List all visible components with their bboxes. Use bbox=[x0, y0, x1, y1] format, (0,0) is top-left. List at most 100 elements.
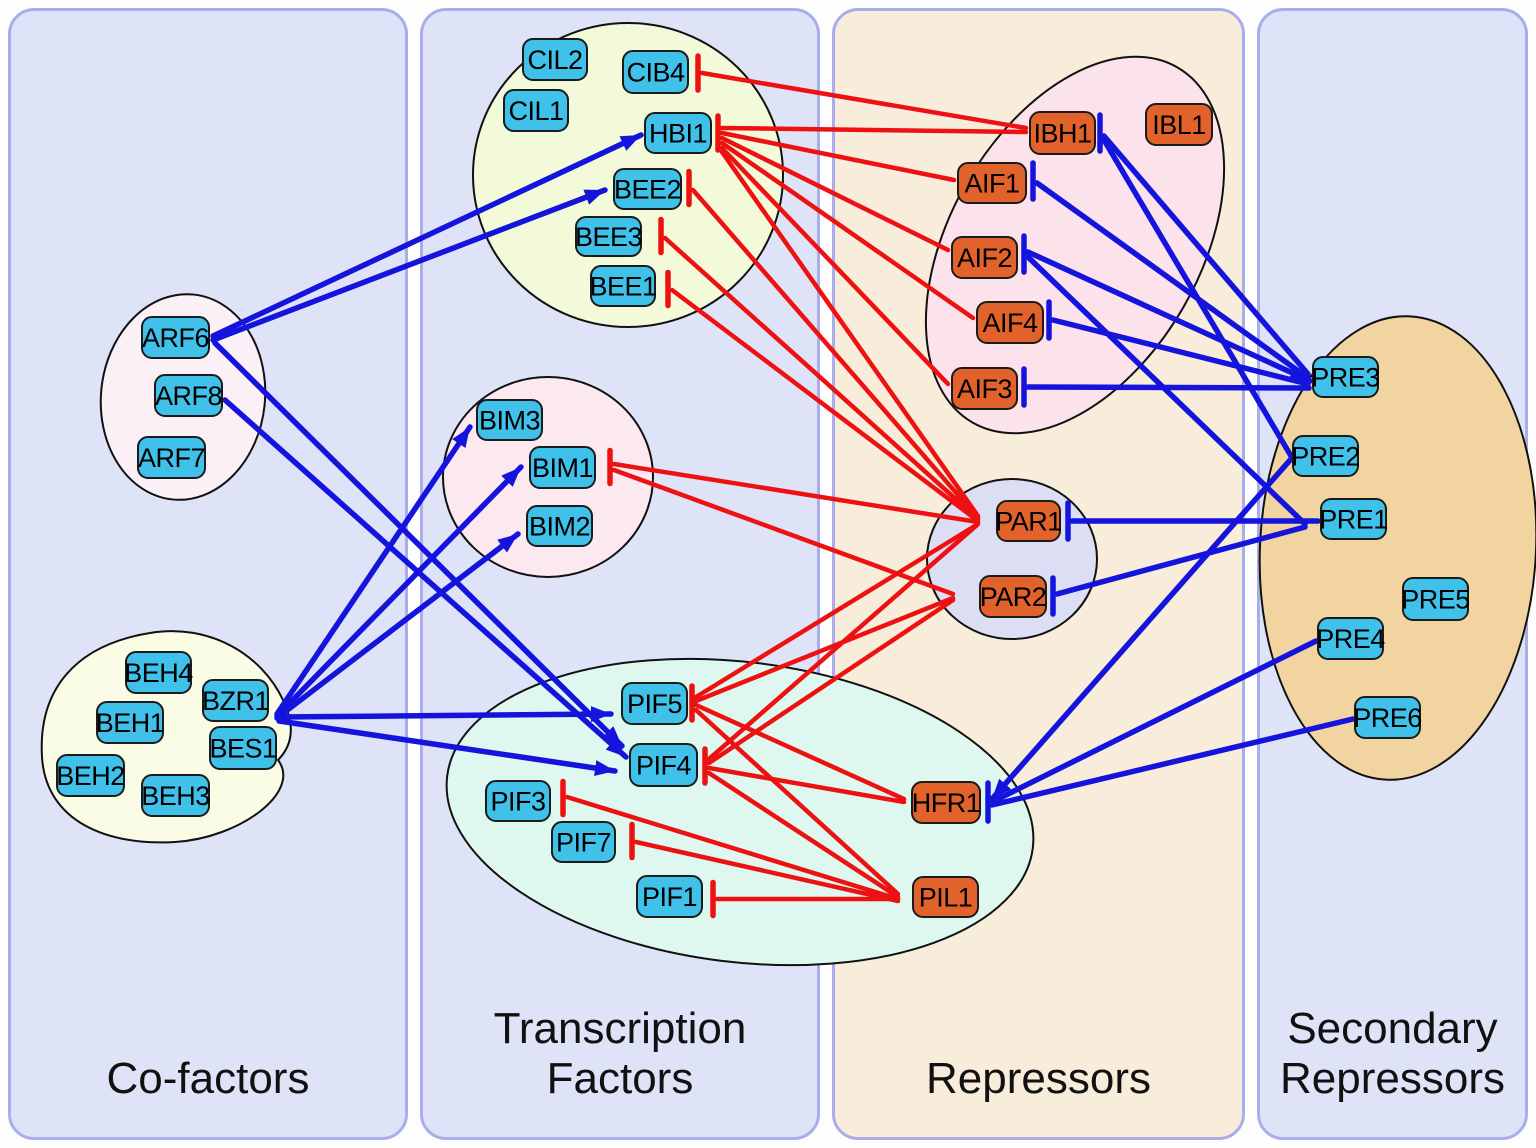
edge-red-PAR1-BEE1 bbox=[669, 287, 981, 524]
node-BZR1 bbox=[202, 679, 269, 722]
edge-red-PIL1-PIF5 bbox=[693, 707, 901, 897]
node-BEH3 bbox=[141, 774, 210, 817]
panel-title-cofactors: Co-factors bbox=[106, 1053, 310, 1103]
arrowhead-BZR1-BES1-BIM3 bbox=[452, 427, 470, 449]
node-label-BES1: BES1 bbox=[209, 734, 276, 764]
node-PIF1 bbox=[636, 875, 703, 918]
panel-cofactors: Co-factors bbox=[8, 8, 408, 1140]
arrowhead-PRE3-AIF2 bbox=[1288, 365, 1310, 381]
node-label-HBI1: HBI1 bbox=[649, 119, 707, 149]
node-PIF3 bbox=[485, 780, 551, 822]
node-label-IBL1: IBL1 bbox=[1152, 110, 1206, 140]
node-label-PAR2: PAR2 bbox=[980, 582, 1047, 612]
node-CIL1 bbox=[503, 89, 569, 132]
edge-blue-PRE1-AIF2 bbox=[1025, 254, 1308, 527]
node-HFR1 bbox=[911, 781, 981, 824]
node-PRE3 bbox=[1312, 356, 1379, 398]
edge-blue-PRE3-AIF2 bbox=[1025, 249, 1313, 384]
node-label-CIL1: CIL1 bbox=[508, 96, 563, 126]
edge-blue-PRE3-IBH1 bbox=[1101, 133, 1311, 377]
node-PRE2 bbox=[1292, 435, 1359, 477]
node-label-BEE1: BEE1 bbox=[589, 272, 656, 302]
node-AIF2 bbox=[951, 236, 1018, 279]
node-HBI1 bbox=[644, 112, 712, 154]
node-label-PAR1: PAR1 bbox=[995, 507, 1062, 537]
edge-red-AIF3-HBI1 bbox=[719, 145, 951, 387]
node-label-AIF4: AIF4 bbox=[982, 308, 1038, 338]
edge-blue-ARF6-PIF4 bbox=[212, 340, 625, 749]
node-BEE1 bbox=[590, 265, 656, 307]
panel-title-secondary-repressors: Secondary Repressors bbox=[1280, 1004, 1505, 1103]
edge-blue-ARF6-BEE2 bbox=[210, 187, 608, 343]
node-IBH1 bbox=[1029, 111, 1096, 155]
node-label-BIM3: BIM3 bbox=[479, 406, 540, 436]
node-label-AIF3: AIF3 bbox=[957, 374, 1012, 404]
edge-blue-PRE1-PAR2 bbox=[1054, 524, 1308, 597]
node-AIF4 bbox=[976, 301, 1044, 344]
edge-red-PAR1-BIM1 bbox=[611, 461, 981, 525]
node-PRE1 bbox=[1320, 498, 1387, 540]
edge-red-IBH1-HBI1 bbox=[719, 125, 1029, 135]
edge-blue-BZR1-BES1-BIM3 bbox=[274, 424, 473, 717]
node-PIF5 bbox=[621, 682, 688, 725]
node-label-BZR1: BZR1 bbox=[202, 686, 269, 716]
node-BEE3 bbox=[575, 216, 642, 257]
node-BEH2 bbox=[56, 754, 125, 797]
node-label-CIB4: CIB4 bbox=[626, 58, 685, 88]
node-BEH1 bbox=[96, 701, 164, 744]
node-label-BEE2: BEE2 bbox=[614, 175, 681, 205]
edge-blue-PRE4-HFR1 bbox=[989, 638, 1319, 805]
edge-red-HFR1-PIF4 bbox=[706, 765, 907, 805]
edge-blue-BZR1-BES1-BIM1 bbox=[274, 464, 524, 719]
node-label-BEE3: BEE3 bbox=[575, 222, 642, 252]
edge-blue-PRE2-HFR1 bbox=[989, 456, 1294, 802]
node-label-PRE1: PRE1 bbox=[1319, 505, 1388, 535]
node-label-CIL2: CIL2 bbox=[527, 45, 582, 75]
node-label-PRE6: PRE6 bbox=[1353, 703, 1422, 733]
node-BEE2 bbox=[613, 168, 682, 210]
node-PAR2 bbox=[979, 575, 1047, 618]
node-CIB4 bbox=[622, 50, 689, 94]
edge-red-AIF4-HBI1 bbox=[719, 140, 976, 321]
node-label-PIF5: PIF5 bbox=[627, 689, 682, 719]
node-label-AIF2: AIF2 bbox=[957, 243, 1012, 273]
edge-blue-ARF6-HBI1 bbox=[210, 132, 644, 339]
node-PRE6 bbox=[1354, 696, 1421, 739]
node-label-IBH1: IBH1 bbox=[1033, 119, 1091, 149]
node-label-BEH3: BEH3 bbox=[141, 781, 210, 811]
node-label-PIF7: PIF7 bbox=[556, 828, 611, 858]
arrowhead-BZR1-BES1-BIM1 bbox=[501, 467, 521, 487]
node-label-BEH1: BEH1 bbox=[96, 708, 165, 738]
node-PRE4 bbox=[1317, 617, 1384, 660]
node-AIF3 bbox=[951, 367, 1018, 410]
edge-red-PAR2-BIM1 bbox=[611, 467, 956, 597]
arrowhead-BZR1-BES1-PIF4 bbox=[594, 760, 615, 776]
edge-red-IBH1-CIB4 bbox=[699, 70, 1029, 131]
node-BEH4 bbox=[125, 651, 192, 694]
node-label-ARF6: ARF6 bbox=[142, 323, 209, 353]
node-BES1 bbox=[209, 726, 277, 770]
node-label-PRE3: PRE3 bbox=[1311, 363, 1380, 393]
edge-red-PAR1-BEE3 bbox=[662, 235, 981, 522]
edge-blue-BZR1-BES1-PIF4 bbox=[276, 718, 618, 774]
node-BIM3 bbox=[476, 399, 543, 441]
arrowhead-PRE2-HFR1 bbox=[992, 778, 1012, 799]
node-BIM1 bbox=[529, 446, 596, 489]
node-PIF4 bbox=[629, 743, 698, 787]
node-PIF7 bbox=[551, 821, 616, 863]
node-label-PIL1: PIL1 bbox=[919, 883, 973, 913]
edge-red-PAR2-PIF4 bbox=[706, 597, 956, 766]
arrowhead-BZR1-BES1-PIF5 bbox=[590, 706, 611, 723]
node-label-PIF1: PIF1 bbox=[642, 882, 697, 912]
edge-blue-PRE6-HFR1 bbox=[989, 716, 1356, 808]
node-ARF8 bbox=[154, 374, 223, 417]
node-label-BIM1: BIM1 bbox=[532, 453, 593, 483]
node-label-ARF7: ARF7 bbox=[138, 443, 205, 473]
node-label-PIF4: PIF4 bbox=[636, 751, 692, 781]
edge-red-PAR2-PIF5 bbox=[693, 595, 956, 704]
arrowhead-BZR1-BES1-BIM2 bbox=[497, 534, 518, 553]
edge-red-PIL1-PIF3 bbox=[564, 794, 901, 902]
node-PRE5 bbox=[1402, 577, 1469, 621]
